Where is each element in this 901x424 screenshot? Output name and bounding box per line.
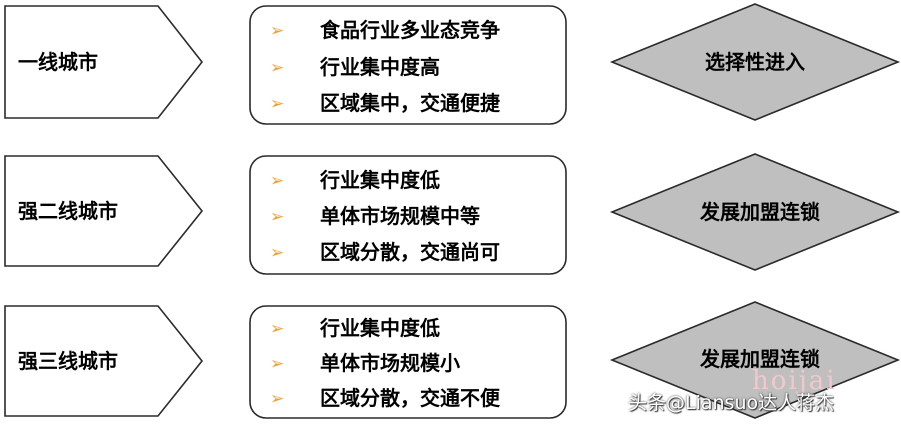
feature-text: 行业集中度低 [319, 168, 440, 192]
strategy-label-tier3: 发展加盟连锁 [699, 347, 820, 371]
feature-text: 区域集中，交通便捷 [320, 91, 501, 115]
bullet-arrow-icon: ➢ [270, 21, 284, 41]
bullet-arrow-icon: ➢ [270, 354, 284, 374]
row-tier1: 一线城市 ➢ 食品行业多业态竞争 ➢ 行业集中度高 ➢ 区域集中，交通便捷 选择… [4, 3, 901, 125]
faint-watermark: hoijai [752, 366, 837, 396]
bullet-arrow-icon: ➢ [270, 243, 284, 263]
strategy-label-tier2: 发展加盟连锁 [699, 200, 820, 224]
source-watermark: 头条@Liansuo达人蒋杰 [628, 392, 835, 414]
strategy-diamond-tier2 [609, 153, 901, 271]
city-label-tier3: 强三线城市 [18, 349, 118, 373]
strategy-label-tier1: 选择性进入 [705, 50, 805, 74]
strategy-diamond-tier1 [609, 3, 901, 121]
bullet-arrow-icon: ➢ [270, 171, 284, 191]
city-pentagon-tier3 [4, 305, 204, 417]
feature-text: 行业集中度低 [319, 316, 440, 340]
bullet-arrow-icon: ➢ [270, 389, 284, 409]
city-label-tier1: 一线城市 [18, 50, 98, 74]
city-pentagon-tier2 [4, 155, 204, 267]
feature-text: 区域分散，交通不便 [320, 386, 501, 410]
feature-text: 行业集中度高 [319, 55, 440, 79]
row-tier3: 强三线城市 ➢ 行业集中度低 ➢ 单体市场规模小 ➢ 区域分散，交通不便 发展加… [4, 301, 901, 419]
feature-text: 单体市场规模中等 [320, 204, 480, 228]
features-box-tier2 [249, 155, 567, 275]
bullet-arrow-icon: ➢ [270, 58, 284, 78]
bullet-arrow-icon: ➢ [270, 94, 284, 114]
city-pentagon-tier1 [4, 5, 204, 119]
strategy-diamond-tier3 [609, 301, 901, 419]
features-box-tier3 [249, 305, 567, 419]
bullet-arrow-icon: ➢ [270, 319, 284, 339]
feature-text: 单体市场规模小 [320, 351, 460, 375]
row-tier2: 强二线城市 ➢ 行业集中度低 ➢ 单体市场规模中等 ➢ 区域分散，交通尚可 发展… [4, 153, 901, 275]
city-label-tier2: 强二线城市 [18, 199, 118, 223]
bullet-arrow-icon: ➢ [270, 207, 284, 227]
feature-text: 区域分散，交通尚可 [320, 240, 500, 264]
feature-text: 食品行业多业态竞争 [320, 18, 500, 42]
features-box-tier1 [249, 5, 567, 125]
